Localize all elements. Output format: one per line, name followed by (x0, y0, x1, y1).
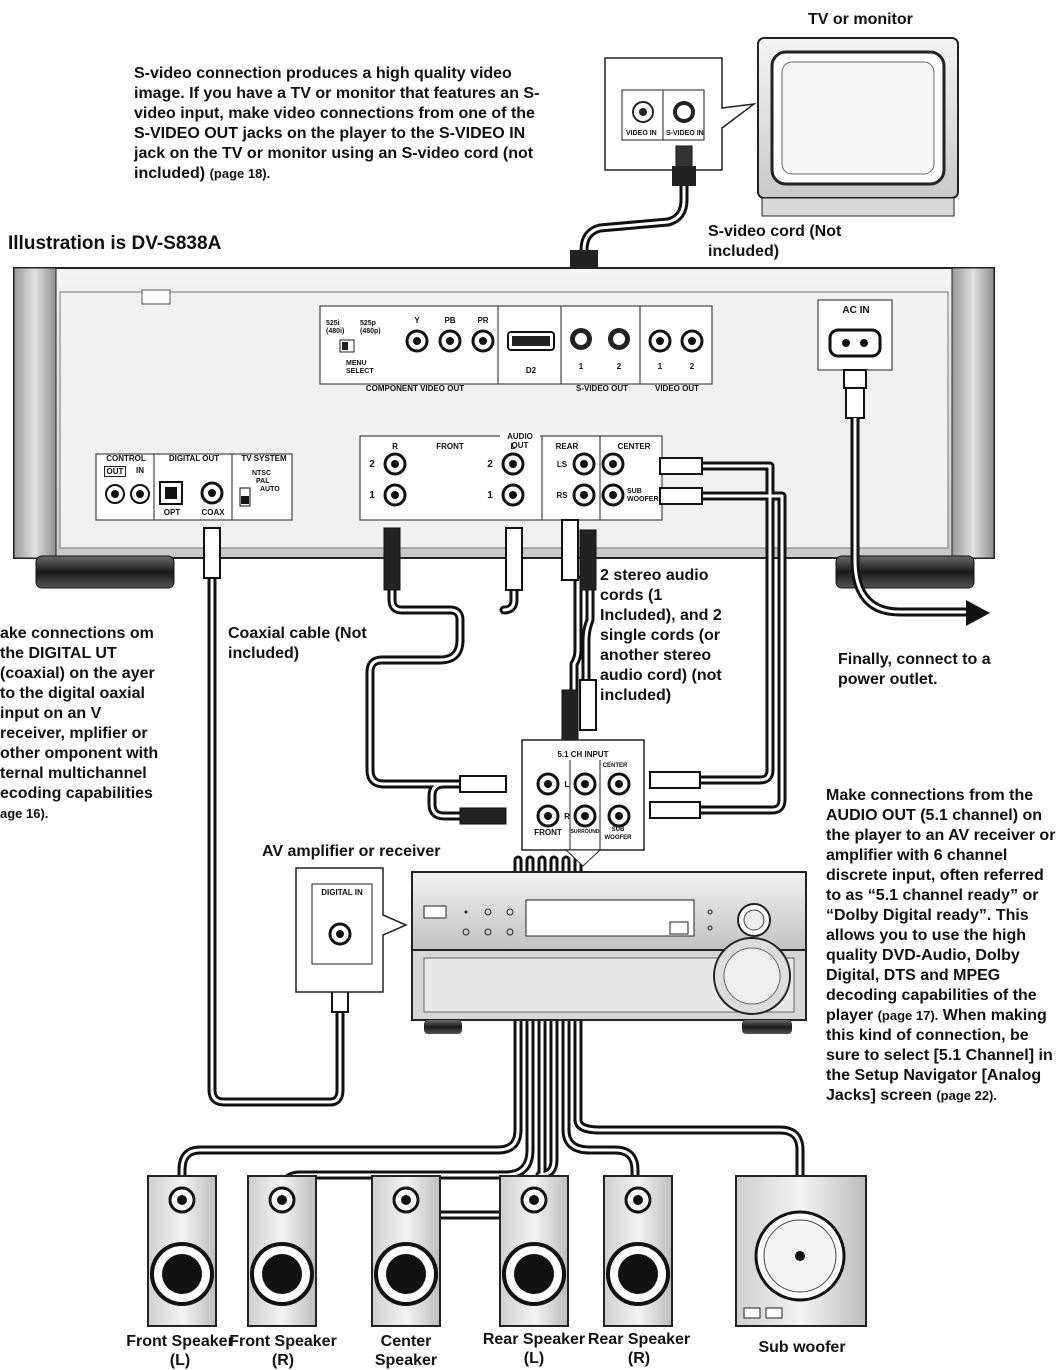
video-2-label: 2 (689, 362, 695, 371)
amp-title: AV amplifier or receiver (262, 843, 441, 860)
input-51-label: 5.1 CH INPUT (557, 750, 609, 759)
svideo-2-label: 2 (616, 362, 622, 371)
av-amplifier (411, 871, 807, 1034)
input-r-label: R (564, 812, 570, 821)
sub-woofer-out-label: SUB WOOFER (627, 488, 659, 503)
svideo-plug-top-body (672, 166, 696, 186)
component-video-out-label: COMPONENT VIDEO OUT (365, 384, 465, 393)
525p-label: 525p (480p) (360, 320, 381, 335)
input-front-label: FRONT (534, 828, 562, 837)
speaker-front-l-label: Front Speaker (L) (126, 1333, 234, 1369)
audio-row1b-label: 1 (487, 490, 493, 501)
stereo-cords-label: 2 stereo audio cords (1 Included), and 2… (600, 567, 722, 704)
digital-out-label: DIGITAL OUT (168, 454, 220, 463)
svideo-1-label: 1 (578, 362, 584, 371)
input-l-label: L (564, 780, 570, 789)
y-label: Y (414, 316, 420, 325)
auto-label: AUTO (260, 486, 280, 493)
menu-select-label: MENU SELECT (346, 360, 374, 375)
subwoofer-label: Sub woofer (758, 1339, 846, 1356)
input-center-label: CENTER (602, 763, 628, 769)
tv-video-in-label: VIDEO IN (626, 130, 657, 137)
speaker-rear-r-label: Rear Speaker (R) (587, 1331, 691, 1367)
svideo-note: S-video connection produces a high quali… (134, 65, 540, 182)
component-video-panel (319, 305, 713, 385)
front-label: FRONT (436, 442, 464, 451)
tv-title: TV or monitor (808, 11, 913, 28)
audio-row1-label: 1 (369, 490, 375, 501)
speaker-rear-l-label: Rear Speaker (L) (482, 1331, 586, 1367)
ac-in-panel (817, 299, 990, 626)
audio-out-label: AUDIO OUT (500, 432, 540, 450)
ac-in-label: AC IN (842, 305, 870, 316)
front-l-label: L (510, 442, 516, 451)
illustration-label: Illustration is DV-S838A (8, 233, 222, 254)
speaker-front-r (247, 1175, 317, 1327)
ls-label: LS (556, 460, 568, 469)
opt-label: OPT (163, 508, 181, 517)
d2-label: D2 (525, 366, 537, 375)
input-sub-woofer-label: SUB WOOFER (604, 827, 632, 841)
input-surround-label: SURROUND (570, 829, 600, 835)
pb-label: PB (444, 316, 456, 325)
pal-label: PAL (256, 478, 270, 485)
rear-label: REAR (555, 442, 579, 451)
tv-jack-callout (604, 57, 757, 171)
speaker-center-label: Center Speaker (374, 1333, 438, 1369)
coax-label: COAX (201, 508, 225, 517)
center-label: CENTER (617, 442, 651, 451)
digital-in-label: DIGITAL IN (321, 888, 363, 897)
control-label: CONTROL (106, 454, 146, 463)
speaker-center (371, 1175, 441, 1327)
tv-monitor (757, 37, 959, 217)
audio-row2b-label: 2 (487, 459, 493, 470)
control-out-label: OUT (104, 466, 126, 477)
video-out-label: VIDEO OUT (654, 384, 699, 393)
front-r-label: R (392, 442, 398, 451)
svideo-out-label: S-VIDEO OUT (575, 384, 628, 393)
speaker-subwoofer (735, 1175, 867, 1327)
rs-label: RS (556, 491, 568, 500)
speaker-front-l (147, 1175, 217, 1327)
control-in-label: IN (136, 466, 144, 475)
audio-note: Make connections from the AUDIO OUT (5.1… (826, 787, 1056, 1104)
svideo-cord (579, 147, 689, 275)
coaxial-cable-label: Coaxial cable (Not included) (228, 625, 367, 662)
pr-label: PR (477, 316, 489, 325)
ntsc-label: NTSC (252, 470, 272, 477)
input-51-panel (521, 739, 645, 867)
speaker-rear-r (603, 1175, 673, 1327)
tv-system-label: TV SYSTEM (241, 454, 287, 463)
speaker-rear-l (499, 1175, 569, 1327)
525i-label: 525i (480i) (326, 320, 345, 335)
control-digital-panel (95, 453, 293, 521)
rca-plugs (203, 457, 703, 1013)
svideo-cord-label: S-video cord (Not included) (708, 223, 842, 260)
audio-row2-label: 2 (369, 459, 375, 470)
video-1-label: 1 (657, 362, 663, 371)
digital-in-callout (295, 867, 408, 993)
tv-svideo-in-label: S-VIDEO IN (666, 130, 704, 137)
speaker-front-r-label: Front Speaker (R) (229, 1333, 337, 1369)
digital-note: ake connections om the DIGITAL UT (coaxi… (0, 625, 159, 821)
power-note: Finally, connect to a power outlet. (838, 651, 991, 688)
